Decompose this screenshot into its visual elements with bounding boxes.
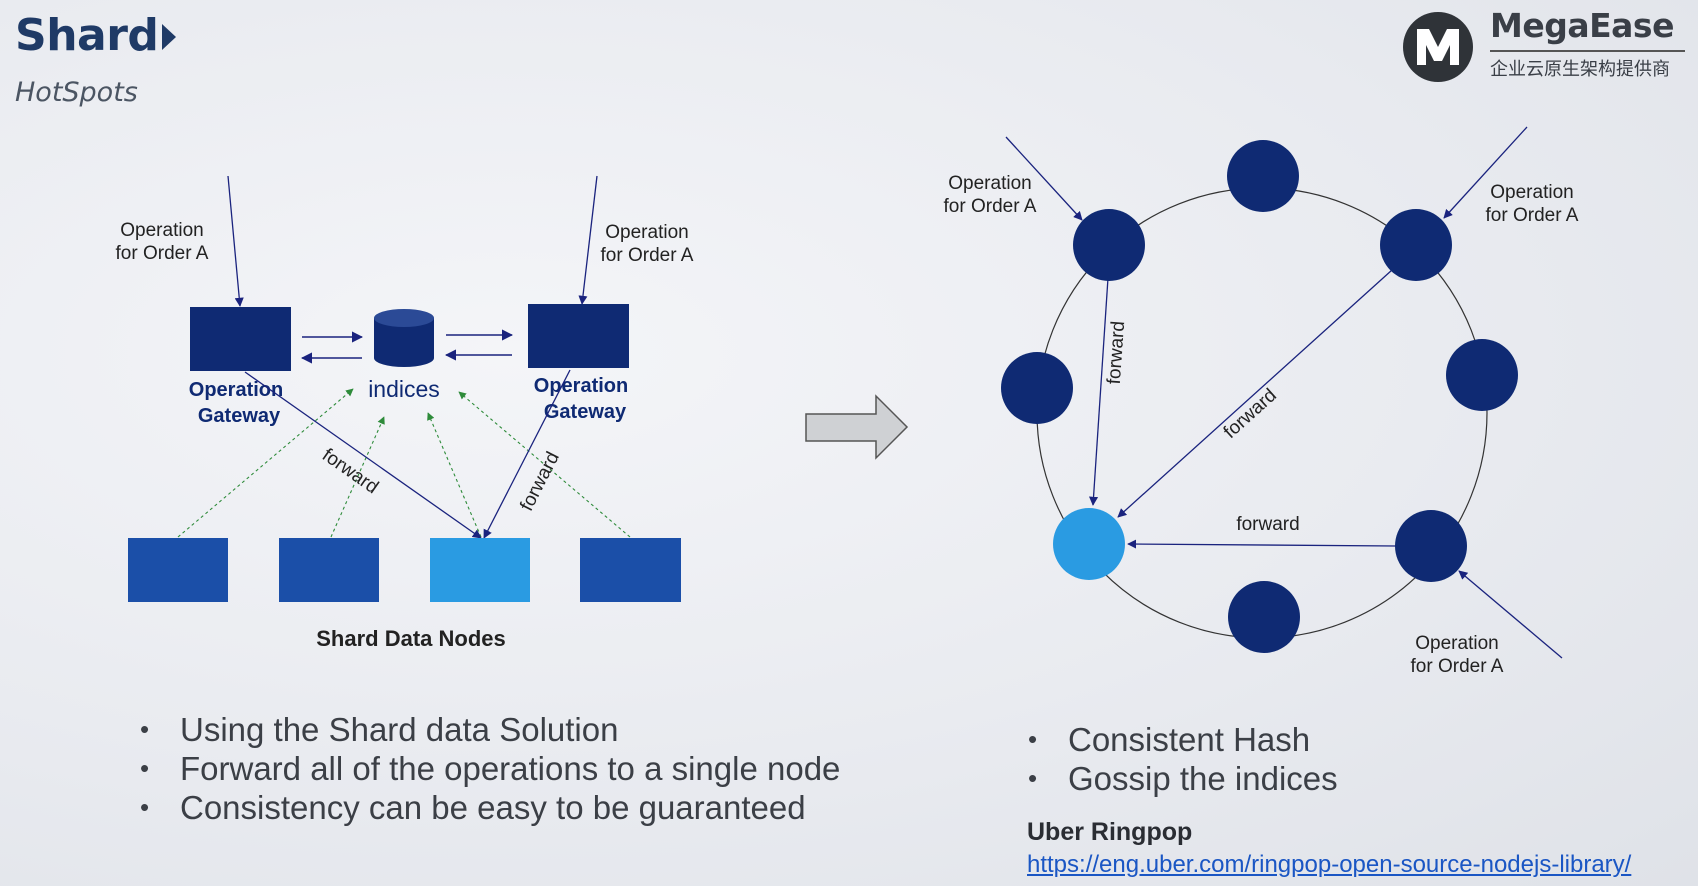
gateway-label-line2: Gateway [544,401,627,423]
title-play-icon [162,24,176,50]
incoming-arrow-left [227,175,244,307]
op-label-line1: Operation [120,220,203,241]
ring-node-target [1053,508,1125,580]
ring-node-top [1227,140,1299,212]
op-label-line2: for Order A [116,243,209,264]
index-sync-arrows [300,329,514,364]
left-bullet-list: Using the Shard data Solution Forward al… [140,710,840,827]
op-label-line1: Operation [605,222,688,243]
slide-subtitle: HotSpots [15,77,138,108]
op-label-line2: for Order A [1486,205,1579,226]
index-report-arrows [177,388,631,538]
incoming-arrow-right [578,175,598,305]
ring-node-right [1446,339,1518,411]
op-label-line2: for Order A [944,196,1037,217]
reference-title: Uber Ringpop [1027,818,1193,846]
ring-node-upper-left [1073,209,1145,281]
incoming-arrows-right [1005,126,1563,659]
ring-node-upper-right [1380,209,1452,281]
shard-node-1 [128,538,228,602]
logo-tagline: 企业云原生架构提供商 [1490,59,1670,80]
megaease-logo-mark-icon [1403,12,1473,82]
shard-node-3-active [430,538,530,602]
op-label-line1: Operation [948,173,1031,194]
slide-title: Shard [15,10,159,61]
reference-link[interactable]: https://eng.uber.com/ringpop-open-source… [1027,851,1632,878]
logo-name: MegaEase [1490,6,1674,45]
shard-node-2 [279,538,379,602]
indices-label: indices [368,376,440,402]
ring-node-lower-right [1395,510,1467,582]
forward-label: forward [1236,514,1299,535]
op-label-line2: for Order A [1411,656,1504,677]
gateway-label-line1: Operation [534,375,628,397]
left-incoming-arrows [227,175,598,307]
shard-node-4 [580,538,681,602]
forward-label: forward [1220,385,1281,443]
forward-label: forward [318,445,382,499]
gateway-label-line1: Operation [189,379,283,401]
forward-arrows-left [244,369,571,539]
forward-arrows-right [1088,269,1397,549]
bullet-item: Consistency can be easy to be guaranteed [140,788,840,827]
right-bullet-list: Consistent Hash Gossip the indices [1028,720,1338,798]
ring-node-bottom [1228,581,1300,653]
gateway-box-left [190,307,291,371]
ring-node-left [1001,352,1073,424]
database-icon [374,309,434,367]
transition-arrow-icon [805,394,909,460]
forward-label: forward [516,449,563,515]
shard-data-nodes-label: Shard Data Nodes [316,626,506,651]
gateway-box-right [528,304,629,368]
op-label-line2: for Order A [601,245,694,266]
bullet-item: Gossip the indices [1028,759,1338,798]
megaease-logo: MegaEase 企业云原生架构提供商 [1400,6,1690,82]
op-label-line1: Operation [1415,633,1498,654]
bullet-item: Using the Shard data Solution [140,710,840,749]
gateway-label-line2: Gateway [198,405,281,427]
bullet-item: Forward all of the operations to a singl… [140,749,840,788]
forward-label: forward [1104,320,1129,385]
logo-divider [1490,50,1685,52]
bullet-item: Consistent Hash [1028,720,1338,759]
op-label-line1: Operation [1490,182,1573,203]
